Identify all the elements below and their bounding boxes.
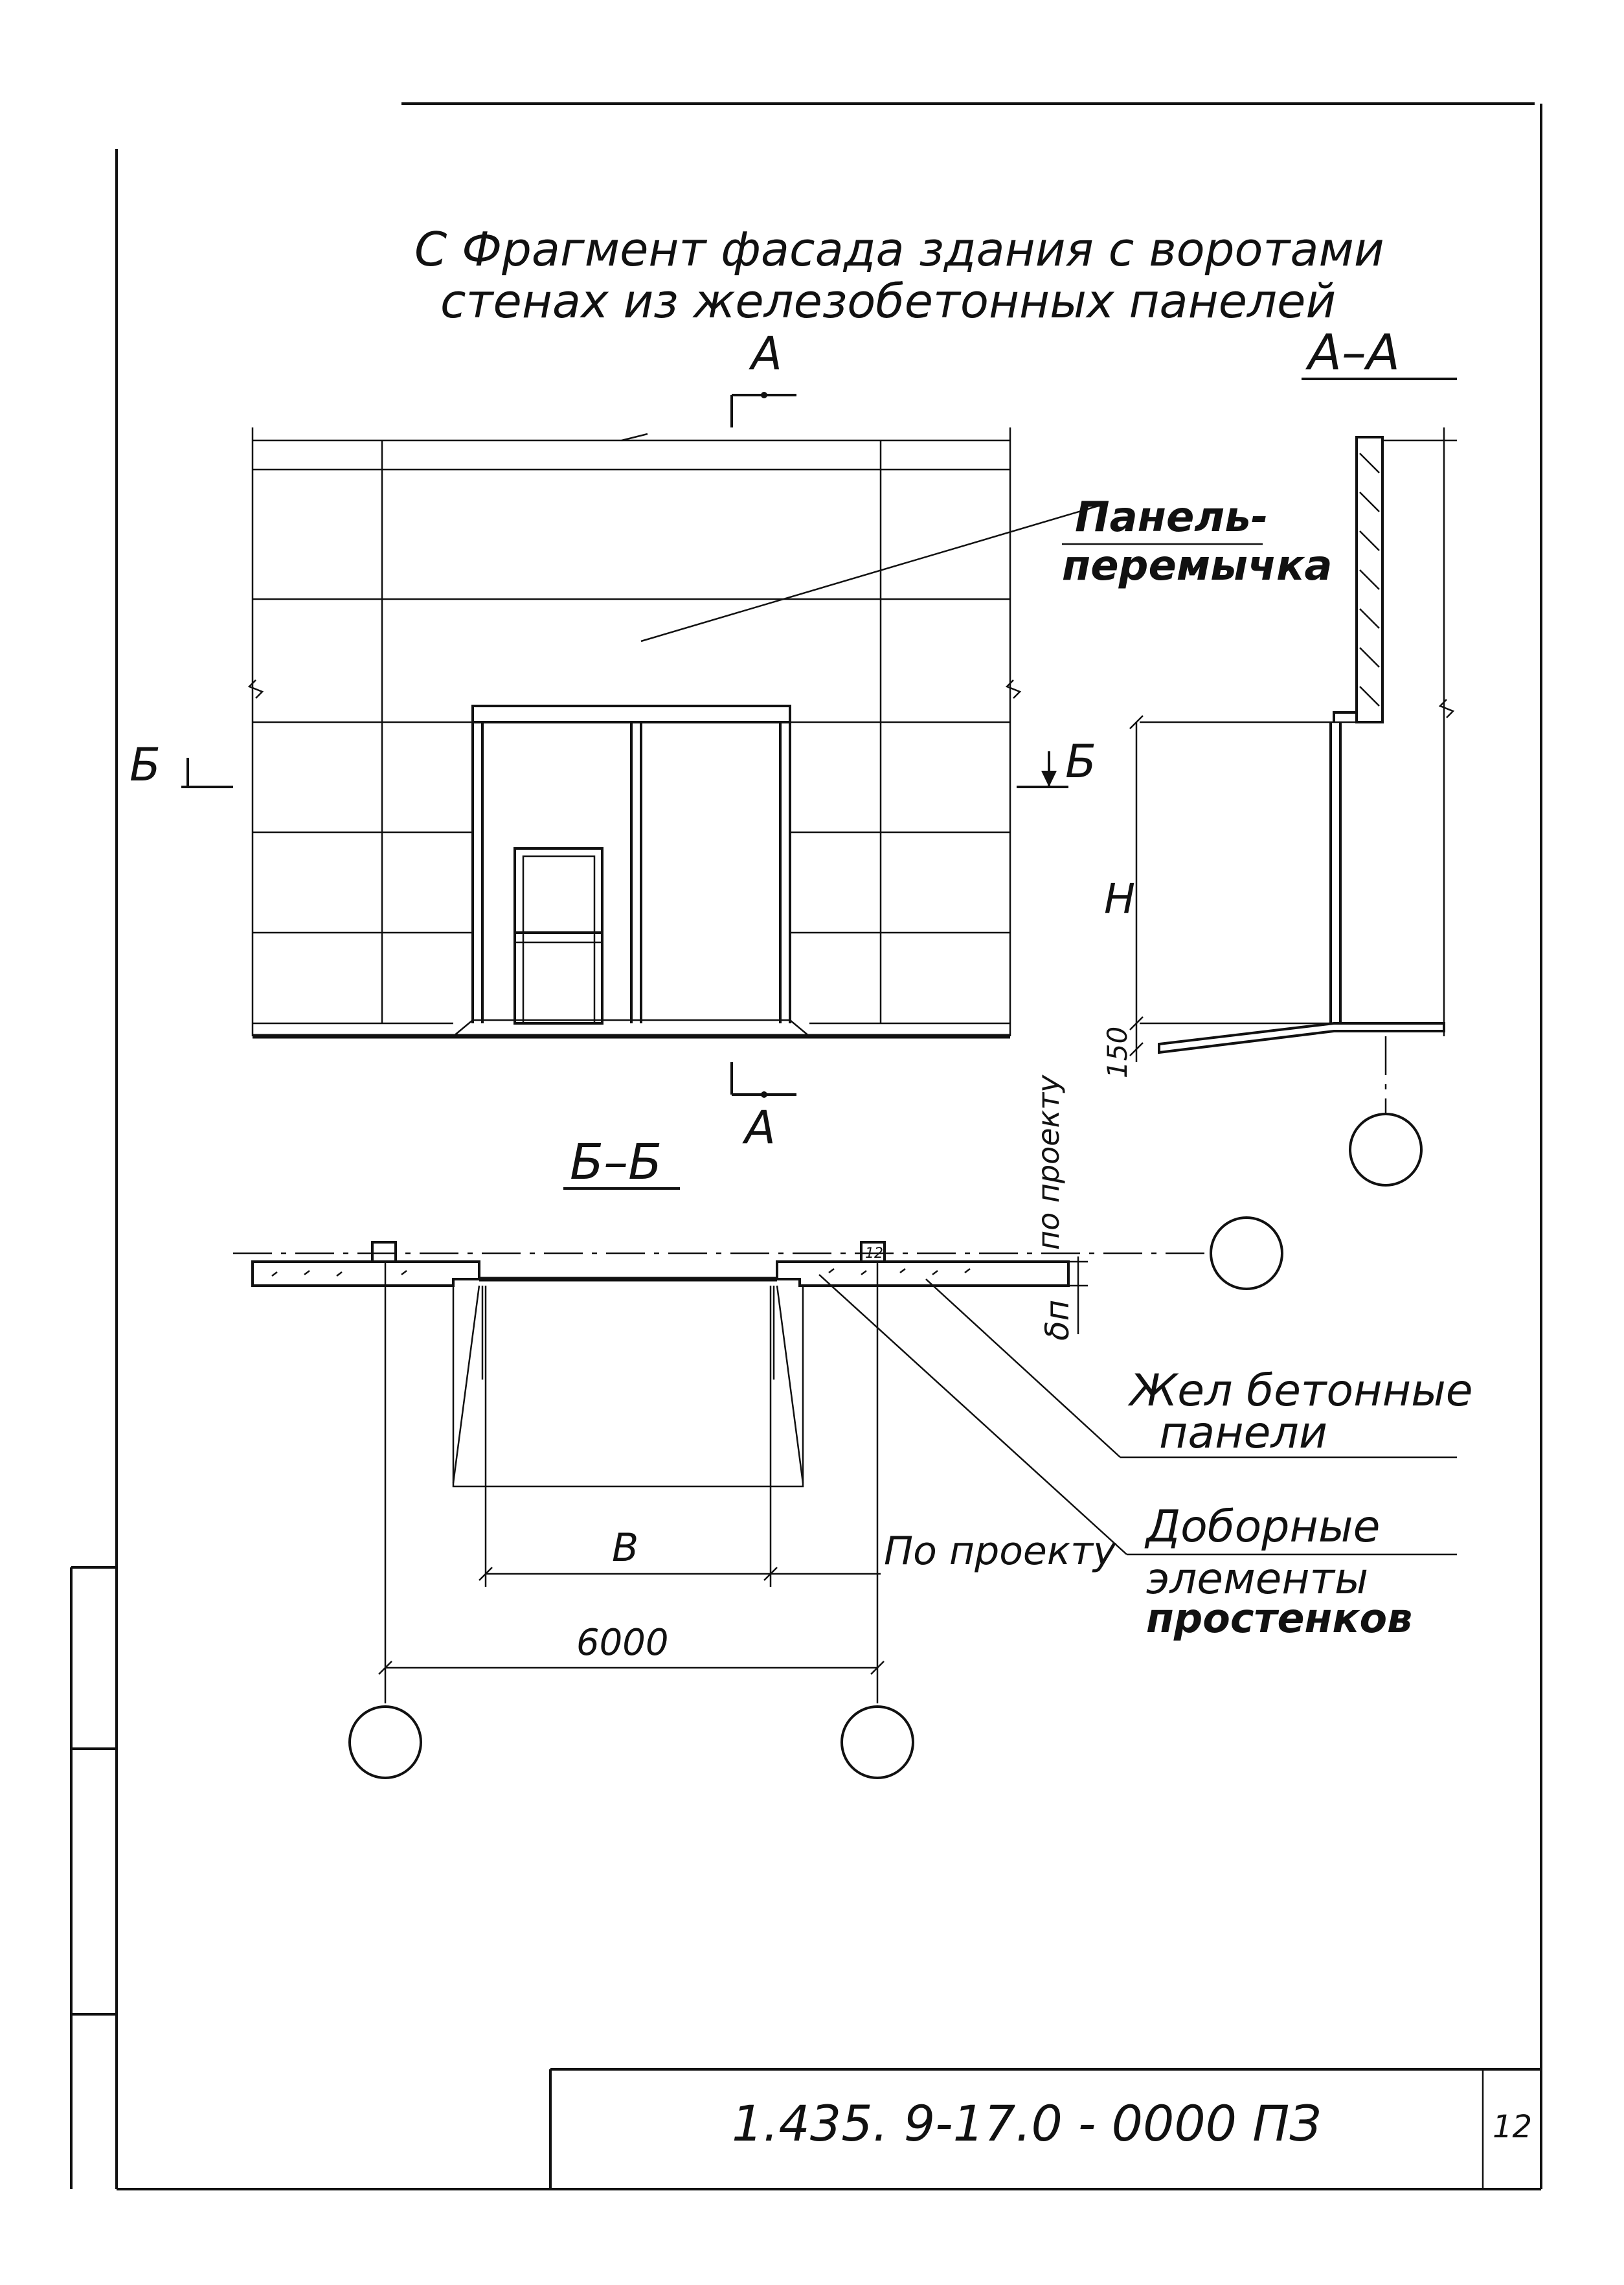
facade-elevation — [247, 427, 1022, 1039]
stamp-code: 1.435. 9-17.0 - 0000 ПЗ — [732, 2095, 1321, 2152]
section-mark-a-top-label: А — [749, 327, 782, 380]
section-mark-a-top: А — [730, 327, 796, 427]
callout-rc-panels-line2: панели — [1159, 1407, 1327, 1459]
section-mark-a-bottom: А — [730, 1062, 796, 1154]
stamp-page: 12 — [1493, 2109, 1532, 2145]
section-mark-b-right-label: Б — [1065, 735, 1096, 788]
dim-height: Н — [1104, 876, 1135, 924]
dim-width: В — [612, 1525, 638, 1571]
callout-panel-lintel-line1: Панель- — [1075, 494, 1268, 541]
axis-bubble-center — [840, 1705, 914, 1779]
section-bb: Б–Б 12 В 6000 По проекту — [233, 1074, 1457, 1779]
callout-add-elements-line3: простенков — [1146, 1595, 1412, 1642]
drawing-title-line1: С Фрагмент фасада здания с воротами — [414, 222, 1384, 277]
callout-add-elements-line1: Доборные — [1144, 1501, 1380, 1552]
section-mark-b-left: Б — [130, 738, 233, 791]
axis-bubble-aa — [1349, 1113, 1423, 1187]
sheet-frame — [70, 102, 1542, 2190]
section-mark-a-bottom-label: А — [742, 1101, 776, 1154]
section-bb-title: Б–Б — [570, 1133, 662, 1190]
section-aa-title: А–А — [1305, 323, 1400, 381]
section-aa: А–А Н 150 — [1101, 323, 1457, 1187]
callout-panel-lintel-line2: перемычка — [1062, 542, 1333, 590]
dim-span: 6000 — [576, 1622, 669, 1664]
dim-thickness: δп — [1039, 1300, 1076, 1341]
callout-rc-panels-line1: Жел бетонные — [1127, 1365, 1473, 1416]
title-block: 1.435. 9-17.0 - 0000 ПЗ 12 — [549, 2068, 1541, 2189]
section-mark-b-right: Б — [1017, 735, 1096, 788]
drawing-title-line2: стенах из железобетонных панелей — [440, 274, 1336, 328]
axis-bubble-right — [1210, 1216, 1283, 1290]
section-mark-b-left-label: Б — [130, 738, 161, 791]
label-per-project: По проекту — [884, 1529, 1117, 1574]
panel-tag: 12 — [865, 1245, 883, 1262]
axis-bubble-left — [348, 1705, 422, 1779]
callout-add-elements-line2: элементы — [1146, 1554, 1368, 1604]
dim-sill: 150 — [1101, 1027, 1133, 1078]
label-per-project-vertical: по проекту — [1031, 1074, 1066, 1250]
callout-panel-lintel: Панель- перемычка — [640, 494, 1333, 642]
